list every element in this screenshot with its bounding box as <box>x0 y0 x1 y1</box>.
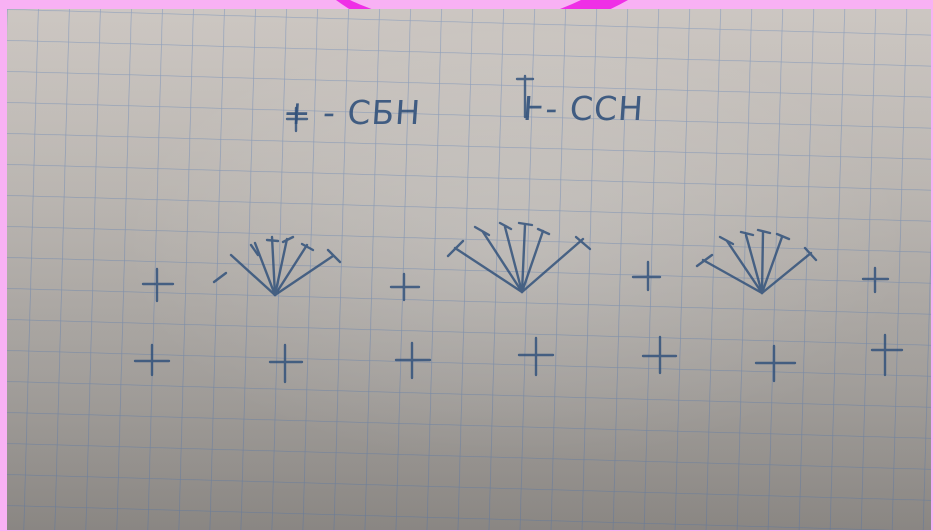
fan-stroke-2 <box>481 230 524 294</box>
plus-icon <box>141 267 175 303</box>
fan-tick-5 <box>300 242 315 252</box>
fan-stroke-3 <box>503 225 524 294</box>
plus-icon <box>133 343 171 377</box>
fan-stroke-6 <box>520 237 585 294</box>
fan-tick-1 <box>212 271 228 284</box>
fan-stroke-5 <box>760 235 784 295</box>
single-crochet-row-upper <box>141 260 890 303</box>
photo-of-grid-paper: + - СБН Ⱶ- ССН <box>7 9 931 530</box>
plus-icon <box>631 260 662 292</box>
fan-tick-3 <box>739 230 755 237</box>
grid-paper <box>7 9 931 530</box>
crochet-chart <box>133 74 904 384</box>
fan-1 <box>212 235 342 297</box>
fan-stroke-2 <box>253 241 277 297</box>
plus-icon <box>389 272 421 302</box>
fan-stroke-5 <box>273 243 309 297</box>
fan-tick-6 <box>574 235 592 251</box>
fan-tick-1 <box>695 253 714 268</box>
plus-icon <box>754 344 797 383</box>
fan-stroke-3 <box>744 233 764 295</box>
fan-stroke-2 <box>725 239 764 295</box>
lighting-overlay <box>7 9 931 530</box>
fan-stroke-1 <box>701 258 764 295</box>
fan-tick-3 <box>265 238 280 243</box>
fan-stroke-3 <box>270 235 277 297</box>
fan-tick-4 <box>517 221 534 227</box>
fan-stroke-6 <box>760 251 813 295</box>
fan-stroke-5 <box>520 229 545 294</box>
fan-stroke-4 <box>760 230 765 295</box>
fan-3 <box>695 228 818 295</box>
plus-icon <box>641 335 678 375</box>
fan-tick-3 <box>498 221 513 231</box>
fan-tick-4 <box>281 235 295 244</box>
fan-2 <box>446 221 592 294</box>
cross-icon <box>870 333 904 377</box>
legend-tall-stitch-icon <box>515 74 535 119</box>
fan-tick-6 <box>326 248 342 264</box>
fan-tick-5 <box>775 232 791 241</box>
plus-icon <box>394 341 432 380</box>
fan-tick-4 <box>756 228 772 235</box>
fan-stroke-1 <box>453 246 524 294</box>
fan-tick-5 <box>536 227 551 236</box>
fan-stroke-1 <box>229 253 277 297</box>
legend-symbols <box>285 74 535 133</box>
fan-tick-2 <box>718 235 735 246</box>
single-crochet-row-lower <box>133 333 904 384</box>
fan-tick-6 <box>803 246 818 262</box>
fan-tick-1 <box>446 239 465 258</box>
legend-plus-icon <box>285 106 309 133</box>
fan-stroke-4 <box>520 223 527 294</box>
cross-icon <box>517 336 555 377</box>
fan-stroke-4 <box>273 237 289 297</box>
fan-tick-2 <box>473 225 491 237</box>
fan-tick-2 <box>249 243 260 257</box>
plus-icon <box>861 266 890 294</box>
cross-icon <box>268 343 304 384</box>
fan-stroke-6 <box>273 254 335 297</box>
